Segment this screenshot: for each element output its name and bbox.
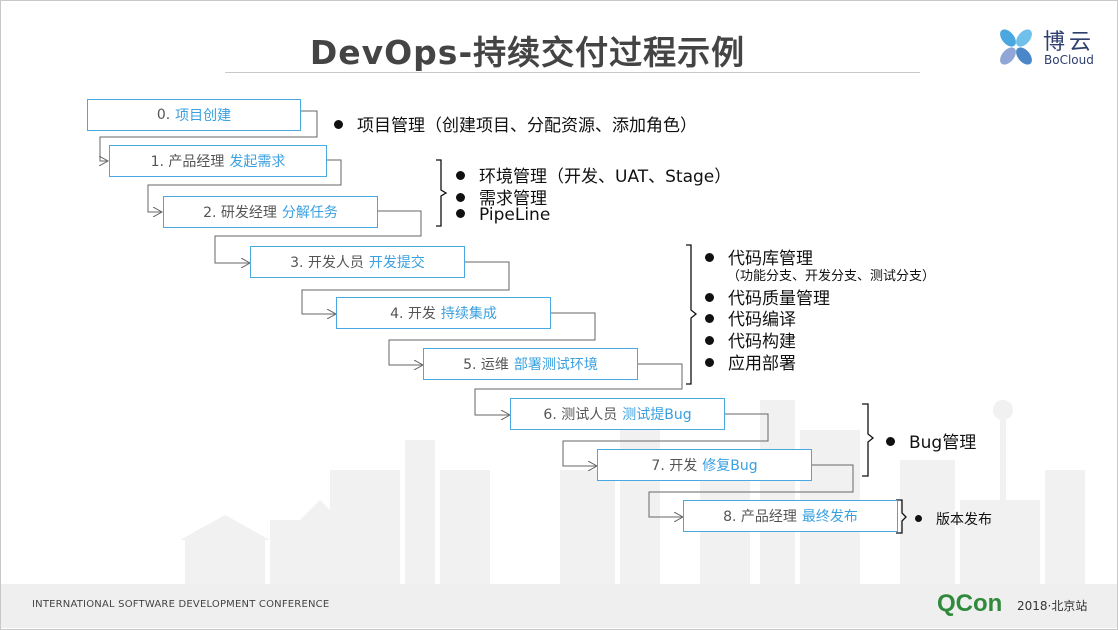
step-6-test-report-bug: 6. 测试人员测试提Bug — [510, 398, 725, 430]
bullet-icon — [334, 119, 343, 129]
step-6-role: 6. 测试人员 — [543, 407, 618, 423]
step-7-role: 7. 开发 — [651, 458, 698, 474]
brace-group-2 — [686, 244, 698, 385]
title-divider — [225, 72, 920, 73]
step-5-deploy-test-env: 5. 运维部署测试环境 — [423, 348, 638, 380]
connector-6-7 — [562, 413, 769, 466]
brace-group-3 — [862, 403, 875, 477]
note-pipeline: PipeLine — [456, 205, 550, 225]
note-text: 环境管理（开发、UAT、Stage） — [479, 167, 732, 187]
connector-1-2 — [147, 159, 342, 212]
step-2-decompose-tasks: 2. 研发经理分解任务 — [163, 196, 378, 228]
step-4-role: 4. 开发 — [390, 306, 436, 322]
logo-chinese-text: 博云 — [1043, 30, 1096, 55]
step-8-role: 8. 产品经理 — [723, 509, 797, 525]
note-text: Bug管理 — [909, 433, 977, 453]
step-3-role: 3. 开发人员 — [290, 255, 364, 271]
step-0-action: 项目创建 — [175, 108, 232, 124]
note-text: 代码质量管理 — [728, 289, 830, 309]
note-text: 代码构建 — [728, 332, 796, 352]
step-5-role: 5. 运维 — [463, 357, 509, 373]
footer-conference-name: INTERNATIONAL SOFTWARE DEVELOPMENT CONFE… — [32, 599, 330, 610]
note-code-build: 代码构建 — [705, 327, 796, 352]
bullet-icon — [456, 192, 465, 202]
connector-3-4 — [301, 261, 510, 314]
bullet-icon — [915, 514, 922, 522]
step-7-action: 修复Bug — [702, 458, 758, 474]
bullet-icon — [886, 436, 895, 446]
connector-5-6 — [474, 363, 683, 415]
brace-group-1 — [436, 159, 448, 227]
connector-2-3 — [214, 210, 422, 263]
step-8-final-release: 8. 产品经理最终发布 — [683, 500, 898, 532]
bullet-icon — [705, 357, 714, 367]
step-8-action: 最终发布 — [801, 509, 858, 525]
step-1-raise-requirement: 1. 产品经理发起需求 — [109, 145, 327, 177]
note-env-management: 环境管理（开发、UAT、Stage） — [456, 162, 731, 187]
note-version-release: 版本发布 — [915, 509, 992, 529]
bullet-icon — [456, 170, 465, 180]
bullet-icon — [705, 292, 714, 302]
step-4-action: 持续集成 — [440, 306, 497, 322]
step-2-action: 分解任务 — [281, 205, 338, 221]
bullet-icon — [705, 313, 714, 323]
step-2-role: 2. 研发经理 — [203, 205, 277, 221]
note-bug-management: Bug管理 — [886, 428, 976, 453]
step-1-role: 1. 产品经理 — [150, 154, 225, 170]
note-text: PipeLine — [479, 205, 551, 225]
note-requirement-management: 需求管理 — [456, 184, 547, 209]
note-project-management: 项目管理（创建项目、分配资源、添加角色） — [334, 111, 697, 136]
qcon-edition: 2018·北京站 — [1017, 599, 1088, 613]
step-6-action: 测试提Bug — [622, 407, 692, 423]
connector-0-1 — [100, 110, 318, 161]
bocloud-logo-icon — [1000, 29, 1032, 65]
bullet-icon — [705, 252, 714, 262]
step-7-fix-bug: 7. 开发修复Bug — [597, 449, 812, 481]
step-5-action: 部署测试环境 — [513, 357, 598, 373]
step-3-dev-commit: 3. 开发人员开发提交 — [250, 246, 465, 278]
note-text: 代码库管理 — [728, 249, 813, 269]
footer-bar — [1, 584, 1117, 628]
note-branch-types: （功能分支、开发分支、测试分支） — [727, 269, 936, 284]
note-code-quality: 代码质量管理 — [705, 284, 830, 309]
step-1-action: 发起需求 — [229, 154, 286, 170]
brace-group-4 — [896, 499, 907, 534]
note-text: 需求管理 — [479, 189, 547, 209]
bullet-icon — [705, 335, 714, 345]
note-text: 代码编译 — [728, 310, 796, 330]
qcon-logo: QCon — [937, 590, 1003, 617]
bullet-icon — [456, 208, 465, 218]
connector-4-5 — [388, 312, 596, 365]
note-code-compile: 代码编译 — [705, 305, 796, 330]
note-repo-management: 代码库管理 — [705, 244, 813, 269]
step-4-continuous-integration: 4. 开发持续集成 — [336, 297, 551, 329]
step-0-role: 0. — [156, 107, 171, 123]
note-text: 应用部署 — [728, 354, 796, 374]
note-text: 版本发布 — [936, 512, 992, 528]
step-0-project-create: 0.项目创建 — [87, 99, 301, 131]
page-title: DevOps-持续交付过程示例 — [309, 33, 746, 72]
step-3-action: 开发提交 — [368, 255, 425, 271]
connector-7-8 — [648, 464, 854, 517]
logo-english-text: BoCloud — [1044, 53, 1094, 67]
note-app-deploy: 应用部署 — [705, 349, 796, 374]
note-text: 项目管理（创建项目、分配资源、添加角色） — [357, 116, 697, 136]
